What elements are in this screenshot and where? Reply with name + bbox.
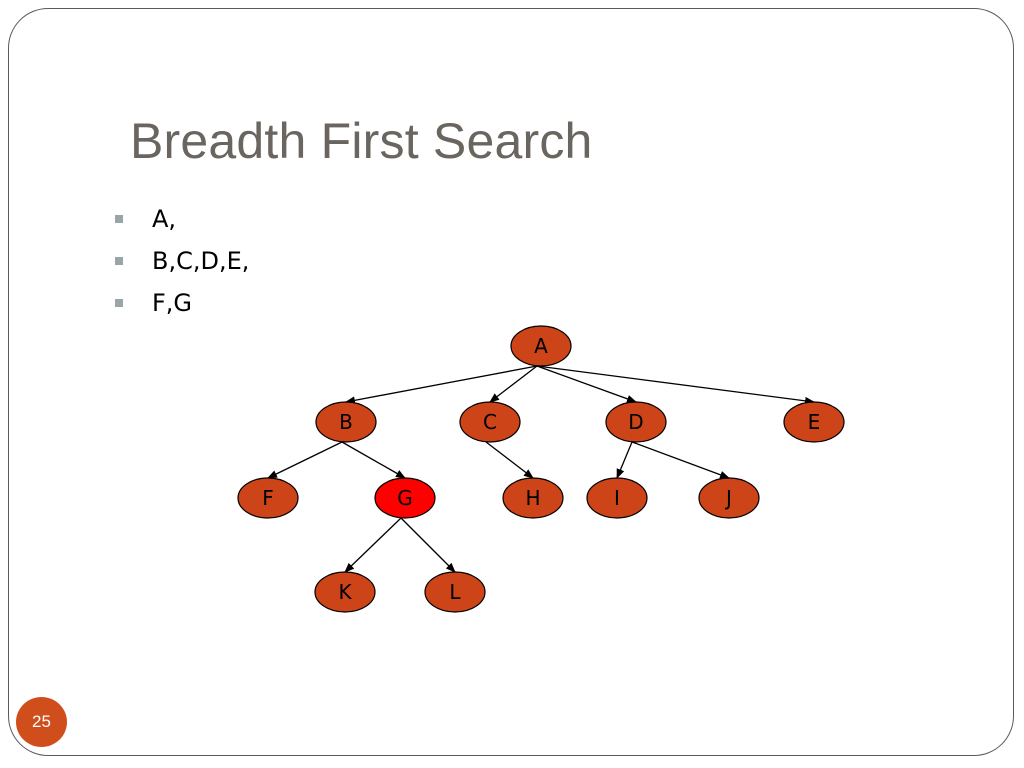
edge-A-D xyxy=(536,365,637,403)
slide-frame xyxy=(8,8,1014,756)
bullet-square-icon xyxy=(115,215,123,223)
node-ellipse-D xyxy=(605,401,667,443)
node-ellipse-I xyxy=(586,477,648,519)
edge-C-H xyxy=(485,441,534,479)
node-ellipse-K xyxy=(314,571,376,613)
node-label-E: E xyxy=(808,410,821,434)
node-ellipse-C xyxy=(459,401,521,443)
node-ellipse-F xyxy=(237,477,299,519)
node-ellipse-L xyxy=(424,571,486,613)
bullet-text: A, xyxy=(152,205,177,233)
node-label-A: A xyxy=(534,334,548,358)
edge-D-J xyxy=(631,441,730,479)
edge-B-G xyxy=(341,441,406,479)
node-D: D xyxy=(605,401,667,443)
node-label-J: J xyxy=(724,486,732,510)
bullet-item: A, xyxy=(112,202,249,244)
edge-B-F xyxy=(267,441,343,479)
node-ellipse-B xyxy=(315,401,377,443)
node-label-C: C xyxy=(483,410,497,434)
node-label-H: H xyxy=(525,486,540,510)
node-label-G: G xyxy=(397,486,413,510)
node-ellipse-H xyxy=(502,477,564,519)
bullet-item: B,C,D,E, xyxy=(112,244,249,286)
edge-G-L xyxy=(400,517,456,573)
node-label-K: K xyxy=(338,580,352,604)
node-label-B: B xyxy=(339,410,353,434)
edge-D-I xyxy=(616,441,633,479)
bullet-text: B,C,D,E, xyxy=(152,247,250,275)
node-A: A xyxy=(510,325,572,367)
node-E: E xyxy=(783,401,845,443)
edge-G-K xyxy=(344,517,402,573)
edge-A-B xyxy=(345,365,538,405)
node-label-L: L xyxy=(449,580,461,604)
bullet-square-icon xyxy=(115,299,123,307)
node-label-F: F xyxy=(262,486,274,510)
node-I: I xyxy=(586,477,648,519)
page-number-badge: 25 xyxy=(16,697,67,747)
node-L: L xyxy=(424,571,486,613)
node-label-D: D xyxy=(628,410,643,434)
node-G: G xyxy=(374,477,436,519)
slide-title: Breadth First Search xyxy=(130,113,593,169)
node-J: J xyxy=(698,477,760,519)
node-F: F xyxy=(237,477,299,519)
node-K: K xyxy=(314,571,376,613)
bullet-text: F,G xyxy=(152,289,193,317)
node-ellipse-J xyxy=(698,477,760,519)
node-ellipse-G xyxy=(374,477,436,519)
bullet-square-icon xyxy=(115,257,123,265)
edge-A-C xyxy=(489,365,538,403)
node-H: H xyxy=(502,477,564,519)
node-label-I: I xyxy=(614,486,620,510)
node-B: B xyxy=(315,401,377,443)
node-C: C xyxy=(459,401,521,443)
node-ellipse-E xyxy=(783,401,845,443)
bullet-item: F,G xyxy=(112,286,249,328)
node-ellipse-A xyxy=(510,325,572,367)
bullet-list: A, B,C,D,E, F,G xyxy=(112,202,249,328)
edge-A-E xyxy=(536,365,815,405)
